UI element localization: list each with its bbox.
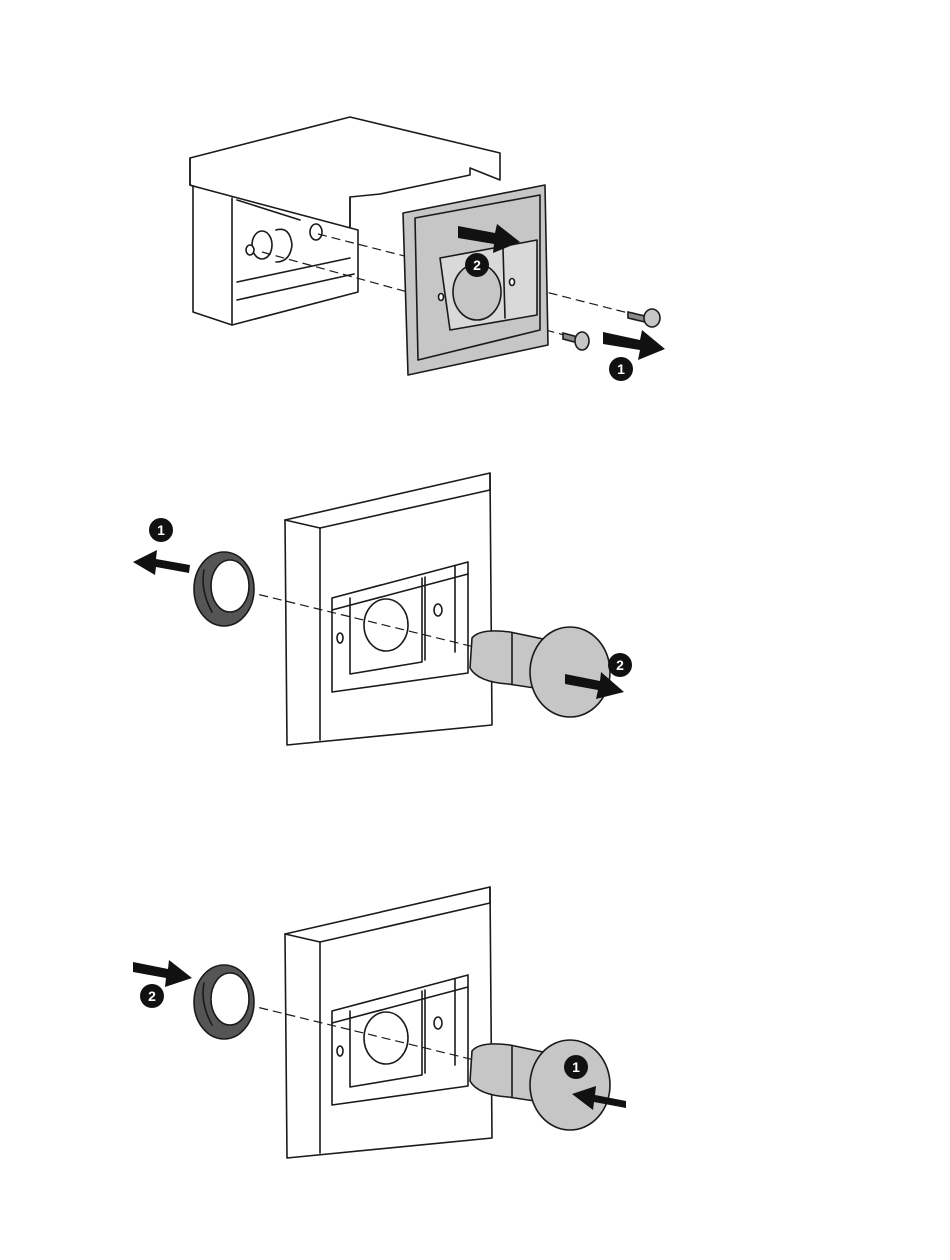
svg-text:1: 1 — [572, 1059, 580, 1075]
screw — [628, 309, 660, 327]
callout-badge: 2 — [465, 253, 489, 277]
standoff — [252, 231, 272, 259]
svg-text:2: 2 — [616, 657, 624, 673]
arrow-right — [133, 960, 192, 987]
arrow-left — [133, 550, 190, 575]
panel-1-remove-bracket: 2 1 — [190, 117, 665, 381]
arrow-right — [603, 330, 665, 360]
callout-badge: 1 — [564, 1055, 588, 1079]
callout-badge: 1 — [149, 518, 173, 542]
standoff — [310, 224, 322, 240]
svg-text:1: 1 — [617, 361, 625, 377]
retaining-ring — [194, 552, 254, 626]
retaining-ring — [194, 965, 254, 1039]
callout-badge: 2 — [140, 984, 164, 1008]
callout-badge: 1 — [609, 357, 633, 381]
svg-text:2: 2 — [473, 257, 481, 273]
panel-2-remove-connector: 1 2 — [133, 473, 632, 745]
screw — [563, 332, 589, 350]
callout-badge: 2 — [608, 653, 632, 677]
svg-text:1: 1 — [157, 522, 165, 538]
panel-3-install-connector: 2 1 — [133, 887, 626, 1158]
svg-text:2: 2 — [148, 988, 156, 1004]
